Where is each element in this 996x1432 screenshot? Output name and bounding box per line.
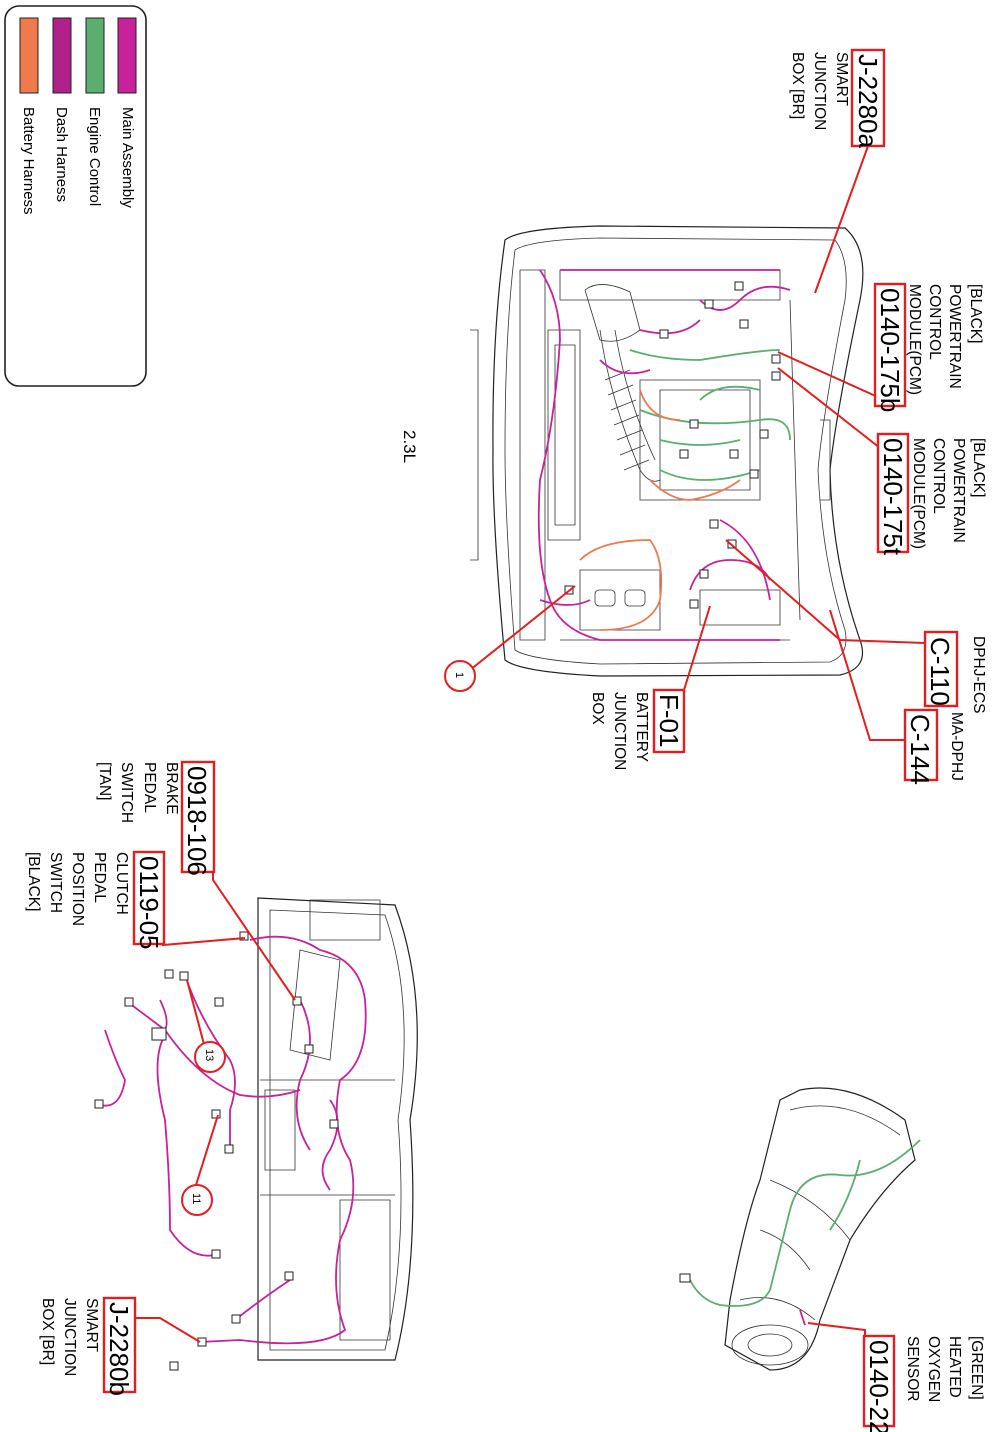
connector-code: 0140-22 [864,1340,894,1432]
svg-text:SWITCH: SWITCH [118,762,135,823]
svg-text:BOX [BR]: BOX [BR] [789,52,806,119]
svg-text:SMART: SMART [833,52,850,107]
svg-text:MODULE(PCM): MODULE(PCM) [910,438,927,549]
callout-1: 1 [444,660,476,692]
svg-text:SENSOR: SENSOR [904,1336,921,1401]
svg-text:[TAN]: [TAN] [96,762,113,800]
svg-text:POSITION: POSITION [69,852,86,926]
svg-text:SWITCH: SWITCH [47,852,64,913]
connector-code: 0918-106 [182,766,212,876]
legend-swatch-dash-harness [52,17,72,94]
connector-label-pcm-175b[interactable]: 0140-175b [BLACK] POWERTRAIN CONTROL MOD… [873,282,984,412]
svg-text:[BLACK]: [BLACK] [970,438,987,497]
legend-label-dash-harness: Dash Harness [53,107,70,202]
svg-text:BOX [BR]: BOX [BR] [39,1298,56,1365]
svg-text:CLUTCH: CLUTCH [113,852,130,915]
svg-text:CONTROL: CONTROL [926,284,943,360]
connector-code: C-110 [925,637,955,706]
svg-text:OXYGEN: OXYGEN [925,1336,942,1402]
connector-label-pcm-175t[interactable]: 0140-175t [BLACK] POWERTRAIN CONTROL MOD… [876,432,987,556]
svg-text:PEDAL: PEDAL [91,852,108,903]
legend-label-engine-control: Engine Control [86,107,103,206]
engine-title: 2.3L [400,430,419,463]
svg-text:BOX: BOX [589,692,606,725]
svg-text:MODULE(PCM): MODULE(PCM) [906,284,923,395]
svg-text:PEDAL: PEDAL [141,762,158,813]
svg-text:BRAKE: BRAKE [163,762,180,815]
connector-code: C-144 [905,714,935,785]
engine-bay-drawing [470,225,864,677]
legend: Main Assembly Engine Control Dash Harnes… [4,5,147,387]
connector-code: F-01 [654,694,684,747]
svg-text:[GREEN]: [GREEN] [968,1336,985,1400]
legend-swatch-main-assembly [117,17,137,94]
svg-text:[BLACK]: [BLACK] [967,284,984,343]
svg-text:11: 11 [190,1193,202,1204]
legend-swatch-engine-control [85,17,105,94]
legend-label-main-assembly: Main Assembly [119,107,136,208]
connector-label-c110[interactable]: C-110 DPHJ-ECS [923,630,987,714]
svg-text:MA-DPHJ: MA-DPHJ [948,712,965,781]
connector-label-j2280b[interactable]: J-2280b SMART JUNCTION BOX [BR] [39,1296,137,1396]
connector-label-oxygen-sensor[interactable]: 0140-22 [GREEN] HEATED OXYGEN SENSOR [862,1334,985,1432]
legend-swatch-battery-harness [19,17,39,94]
svg-text:JUNCTION: JUNCTION [611,692,628,770]
transmission-drawing [679,1087,921,1371]
connector-label-clutch-pedal-position-switch[interactable]: 0119-05 CLUTCH PEDAL POSITION SWITCH [BL… [25,850,166,950]
svg-text:JUNCTION: JUNCTION [811,52,828,130]
svg-text:CONTROL: CONTROL [930,438,947,514]
svg-text:1: 1 [453,672,465,678]
svg-text:POWERTRAIN: POWERTRAIN [950,438,967,543]
svg-text:HEATED: HEATED [946,1336,963,1398]
svg-text:DPHJ-ECS: DPHJ-ECS [970,636,987,714]
connector-code: 0140-175b [875,288,905,412]
svg-text:BATTERY: BATTERY [633,692,650,762]
callout-13: 13 [194,1041,226,1073]
dash-harness-drawing [94,897,418,1371]
leader-lines [133,145,926,1343]
callout-11: 11 [181,1184,213,1216]
connector-label-j2280a[interactable]: J-2280a SMART JUNCTION BOX [BR] [789,48,886,148]
svg-text:[BLACK]: [BLACK] [25,852,42,911]
svg-text:JUNCTION: JUNCTION [61,1298,78,1376]
legend-label-battery-harness: Battery Harness [20,107,37,215]
connector-code: 0140-175t [878,438,908,556]
svg-text:POWERTRAIN: POWERTRAIN [946,284,963,389]
connector-code: 0119-05 [134,856,164,950]
connector-code: J-2280b [104,1302,134,1396]
connector-code: J-2280a [853,54,883,148]
connector-label-f01[interactable]: F-01 BATTERY JUNCTION BOX [589,688,686,770]
svg-text:SMART: SMART [83,1298,100,1353]
connector-label-brake-pedal-switch[interactable]: 0918-106 BRAKE PEDAL SWITCH [TAN] [96,760,216,876]
svg-text:13: 13 [203,1049,215,1061]
connector-label-c144[interactable]: C-144 MA-DPHJ [903,708,965,785]
